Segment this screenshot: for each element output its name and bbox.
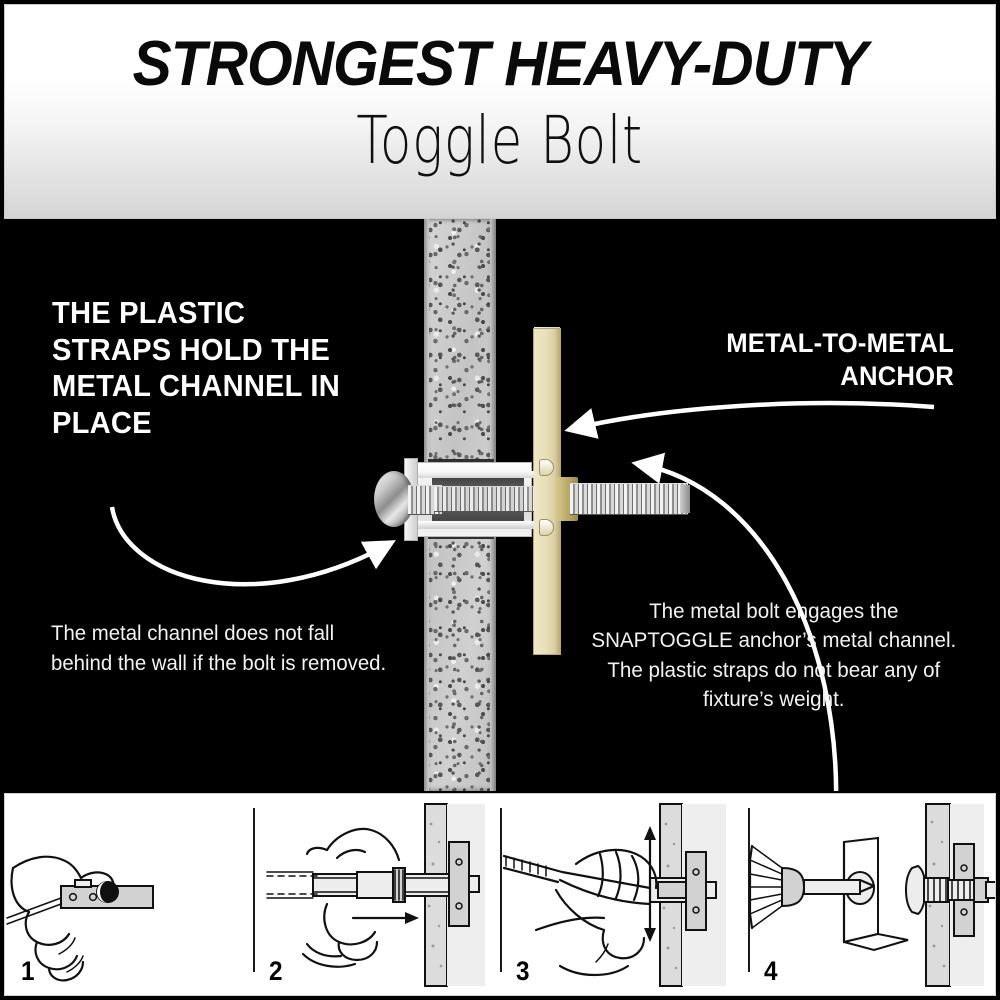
step-number-1: 1 [21,956,35,986]
callout-left-heading: THE PLASTIC STRAPS HOLD THE METAL CHANNE… [52,295,340,440]
page-subtitle: Toggle Bolt [356,102,644,179]
instruction-steps-strip: 1 [4,793,996,996]
step-panel-3: 3 [500,794,748,995]
plastic-strap-upper [418,471,534,478]
step-number-2: 2 [268,956,283,986]
step-number-4: 4 [763,956,778,986]
step-panel-4: 4 [747,794,995,995]
callout-left-body: The metal channel does not fall behind t… [51,622,387,675]
callout-right-heading: METAL-TO-METAL ANCHOR [726,328,954,391]
step-panel-1: 1 [5,794,253,995]
callout-right-body: The metal bolt engages the SNAPTOGGLE an… [591,600,957,712]
step-panel-2: 2 [252,794,500,995]
header-banner: STRONGEST HEAVY-DUTY Toggle Bolt [4,4,996,219]
bolt-thread-inside-channel [434,486,534,512]
diagram-panel: THE PLASTIC STRAPS HOLD THE METAL CHANNE… [4,219,996,791]
step-4-illustration [748,803,995,987]
step-number-3: 3 [516,956,530,986]
fixture-plate-slot-upper [539,459,554,476]
fixture-plate-slot-lower [539,519,554,536]
step-1-illustration [6,855,154,982]
step-2-illustration [265,803,485,987]
plastic-strap-lower [418,521,534,529]
fixture-plate [534,329,560,654]
step-3-illustration [502,803,726,987]
page-title: STRONGEST HEAVY-DUTY [132,29,868,99]
